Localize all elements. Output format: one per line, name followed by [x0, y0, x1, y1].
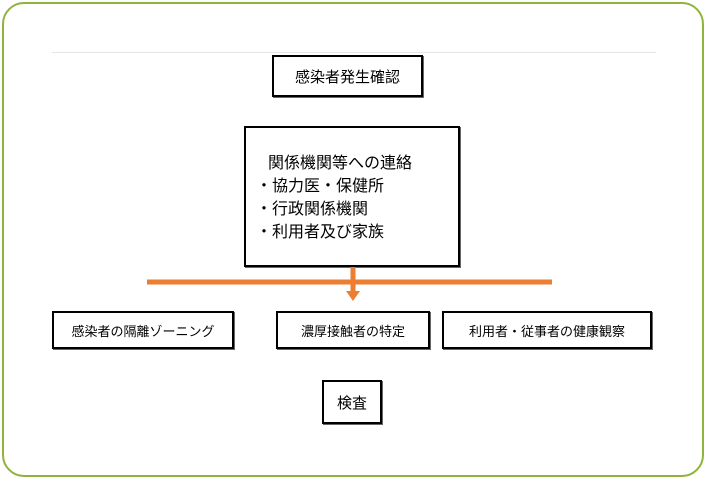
test-label: 検査	[336, 393, 367, 412]
infection-confirmed-box: 感染者発生確認	[272, 55, 423, 97]
infection-confirmed-label: 感染者発生確認	[294, 67, 400, 86]
divider-line	[52, 52, 656, 53]
test-box: 検査	[322, 380, 382, 424]
close-contact-label: 濃厚接触者の特定	[300, 324, 405, 340]
isolation-zoning-label: 感染者の隔離ゾーニング	[71, 324, 215, 340]
health-observation-label: 利用者・従事者の健康観察	[468, 324, 625, 340]
arrow-down-icon	[346, 291, 360, 301]
isolation-zoning-box: 感染者の隔離ゾーニング	[52, 311, 234, 349]
contact-organizations-box: 関係機関等への連絡 ・協力医・保健所 ・行政関係機関 ・利用者及び家族	[244, 126, 460, 267]
health-observation-box: 利用者・従事者の健康観察	[442, 311, 652, 349]
contact-item-family: ・利用者及び家族	[256, 221, 385, 241]
contact-item-government: ・行政関係機関	[256, 198, 369, 218]
contact-item-doctor: ・協力医・保健所	[256, 175, 385, 195]
rounded-frame	[2, 2, 704, 477]
contact-title: 関係機関等への連絡	[268, 152, 413, 172]
close-contact-box: 濃厚接触者の特定	[276, 311, 430, 349]
